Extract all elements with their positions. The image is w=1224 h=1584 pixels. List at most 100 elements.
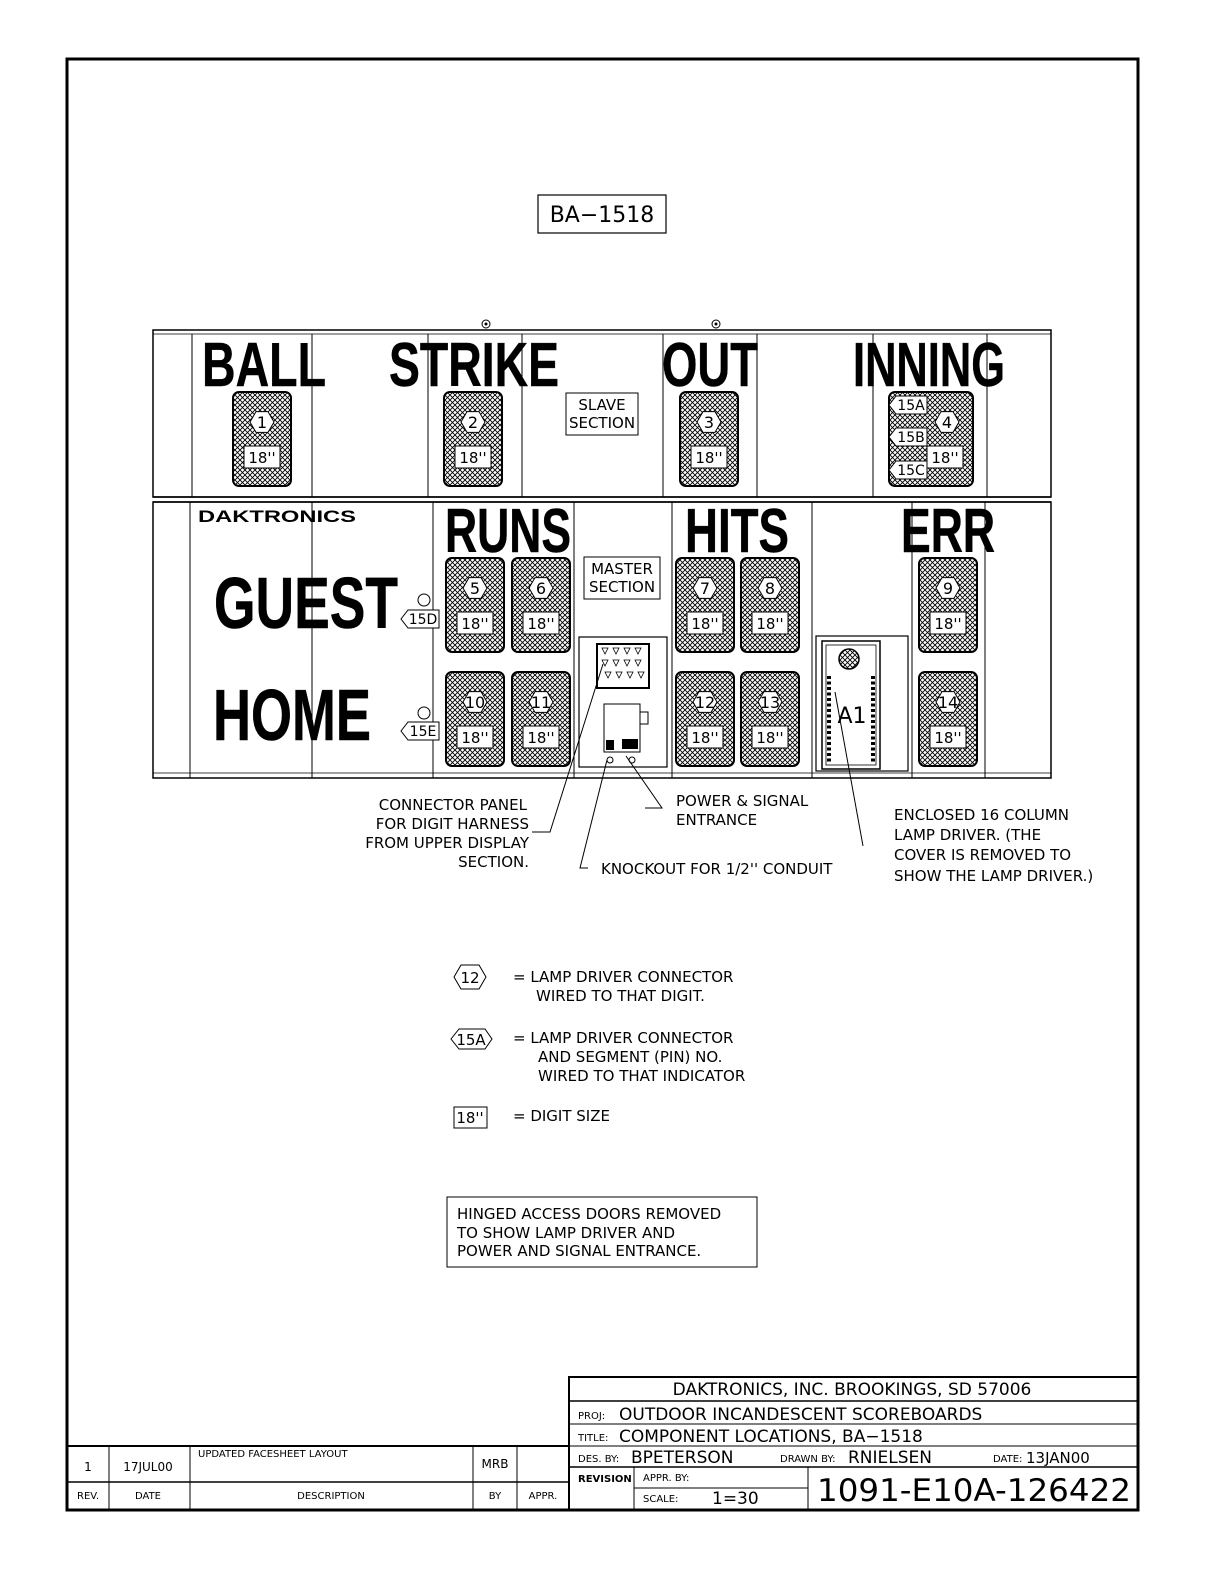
digit-size-label: 18'' bbox=[931, 449, 958, 467]
indicator-connector-tag: 15D bbox=[400, 609, 440, 629]
digit-size-label: 18'' bbox=[461, 615, 488, 633]
svg-text:DRAWN BY:: DRAWN BY: bbox=[780, 1454, 836, 1465]
digit-module: 918'' bbox=[918, 557, 978, 653]
digit-module: 11 18'' bbox=[511, 671, 571, 767]
digit-module: 3 18'' bbox=[679, 391, 739, 487]
digit-size-label: 18'' bbox=[756, 729, 783, 747]
digit-connector-number: 8 bbox=[765, 579, 775, 598]
svg-text:WIRED TO THAT DIGIT.: WIRED TO THAT DIGIT. bbox=[536, 987, 705, 1005]
svg-text:APPR.: APPR. bbox=[529, 1491, 558, 1502]
heading-runs: RUNS bbox=[445, 497, 571, 566]
svg-text:18'': 18'' bbox=[456, 1109, 483, 1127]
digit-connector-number: 3 bbox=[704, 413, 714, 432]
svg-text:MASTER: MASTER bbox=[591, 560, 653, 578]
digit-connector-number: 13 bbox=[760, 693, 780, 712]
svg-text:REVISION: REVISION bbox=[578, 1474, 632, 1485]
legend-digit-size: 18'' = DIGIT SIZE bbox=[453, 1106, 610, 1129]
legend: 12 = LAMP DRIVER CONNECTOR WIRED TO THAT… bbox=[450, 964, 745, 1129]
brand-logo: DAKTRONICS bbox=[198, 507, 356, 526]
digit-module: 12 18'' bbox=[675, 671, 735, 767]
rev-description: UPDATED FACESHEET LAYOUT bbox=[198, 1449, 348, 1460]
svg-text:CONNECTOR PANEL: CONNECTOR PANEL bbox=[379, 796, 528, 814]
digit-connector-number: 5 bbox=[470, 579, 480, 598]
svg-text:SLAVE: SLAVE bbox=[578, 396, 625, 414]
svg-text:POWER AND SIGNAL ENTRANCE.: POWER AND SIGNAL ENTRANCE. bbox=[457, 1242, 701, 1260]
heading-inning: INNING bbox=[853, 331, 1005, 400]
lamp-driver-id: A1 bbox=[837, 704, 866, 729]
drawing-number: 1091-E10A-126422 bbox=[817, 1473, 1131, 1509]
svg-text:POWER & SIGNAL: POWER & SIGNAL bbox=[676, 792, 809, 810]
heading-strike: STRIKE bbox=[389, 331, 559, 400]
company-line: DAKTRONICS, INC. BROOKINGS, SD 57006 bbox=[673, 1380, 1032, 1400]
digit-connector-number: 10 bbox=[465, 693, 485, 712]
svg-text:HINGED ACCESS DOORS REMOVED: HINGED ACCESS DOORS REMOVED bbox=[457, 1205, 721, 1223]
svg-text:15A: 15A bbox=[897, 398, 925, 414]
designer: BPETERSON bbox=[631, 1448, 733, 1468]
svg-text:DATE:: DATE: bbox=[993, 1454, 1022, 1465]
digit-connector-number: 4 bbox=[942, 413, 952, 432]
svg-text:TITLE:: TITLE: bbox=[577, 1433, 608, 1444]
model-label: BA−1518 bbox=[537, 194, 667, 234]
digit-connector-number: 12 bbox=[695, 693, 715, 712]
sheet-border bbox=[65, 57, 1140, 1512]
digit-connector-number: 2 bbox=[468, 413, 478, 432]
digit-size-label: 18'' bbox=[461, 729, 488, 747]
svg-text:15D: 15D bbox=[409, 612, 438, 628]
slave-section-label: SLAVE SECTION bbox=[565, 392, 639, 436]
master-section-label: MASTER SECTION bbox=[583, 556, 661, 600]
digit-connector-number: 14 bbox=[938, 693, 958, 712]
svg-text:DESCRIPTION: DESCRIPTION bbox=[297, 1491, 365, 1502]
rev-by: MRB bbox=[482, 1457, 509, 1471]
digit-module: 718'' bbox=[675, 557, 735, 653]
callout-knockout: KNOCKOUT FOR 1/2'' CONDUIT bbox=[601, 860, 833, 878]
svg-text:LAMP DRIVER. (THE: LAMP DRIVER. (THE bbox=[894, 826, 1041, 844]
svg-text:FOR DIGIT HARNESS: FOR DIGIT HARNESS bbox=[376, 815, 529, 833]
digit-size-label: 18'' bbox=[695, 449, 722, 467]
svg-text:BY: BY bbox=[489, 1491, 502, 1502]
digit-connector-number: 11 bbox=[531, 693, 551, 712]
svg-text:15B: 15B bbox=[897, 430, 924, 446]
svg-text:15A: 15A bbox=[456, 1031, 486, 1049]
svg-text:12: 12 bbox=[460, 969, 479, 987]
svg-text:AND SEGMENT (PIN) NO.: AND SEGMENT (PIN) NO. bbox=[538, 1048, 722, 1066]
digit-size-label: 18'' bbox=[248, 449, 275, 467]
svg-text:FROM UPPER DISPLAY: FROM UPPER DISPLAY bbox=[365, 834, 530, 852]
svg-text:SHOW THE LAMP DRIVER.): SHOW THE LAMP DRIVER.) bbox=[894, 867, 1093, 885]
digit-module: 218'' bbox=[443, 391, 503, 487]
heading-ball: BALL bbox=[202, 331, 326, 400]
svg-text:REV.: REV. bbox=[77, 1491, 99, 1502]
heading-home: HOME bbox=[213, 676, 371, 756]
digit-connector-number: 7 bbox=[700, 579, 710, 598]
svg-text:SECTION.: SECTION. bbox=[458, 853, 529, 871]
svg-text:= LAMP DRIVER CONNECTOR: = LAMP DRIVER CONNECTOR bbox=[513, 968, 733, 986]
svg-text:PROJ:: PROJ: bbox=[578, 1411, 605, 1422]
svg-text:15E: 15E bbox=[410, 724, 437, 740]
digit-module: 10 18'' bbox=[445, 671, 505, 767]
project-name: OUTDOOR INCANDESCENT SCOREBOARDS bbox=[619, 1405, 982, 1425]
callout-leaders bbox=[532, 663, 864, 869]
title-block: DAKTRONICS, INC. BROOKINGS, SD 57006 PRO… bbox=[568, 1376, 1139, 1511]
heading-err: ERR bbox=[901, 497, 995, 566]
callout-power-signal: POWER & SIGNAL ENTRANCE bbox=[676, 792, 809, 829]
drawing-title: COMPONENT LOCATIONS, BA−1518 bbox=[619, 1427, 923, 1447]
callout-connector-panel: CONNECTOR PANEL FOR DIGIT HARNESS FROM U… bbox=[365, 796, 530, 871]
digit-size-label: 18'' bbox=[527, 729, 554, 747]
svg-text:DES. BY:: DES. BY: bbox=[578, 1454, 619, 1465]
drafter: RNIELSEN bbox=[848, 1448, 932, 1468]
digit-connector-number: 9 bbox=[943, 579, 953, 598]
connector-panel bbox=[596, 643, 650, 689]
scoreboard: BALL STRIKE OUT INNING RUNS HITS ERR GUE… bbox=[152, 319, 1052, 779]
digit-size-label: 18'' bbox=[527, 615, 554, 633]
svg-text:APPR. BY:: APPR. BY: bbox=[643, 1473, 689, 1484]
legend-digit-connector: 12 = LAMP DRIVER CONNECTOR WIRED TO THAT… bbox=[453, 964, 733, 1005]
digit-size-label: 18'' bbox=[756, 615, 783, 633]
digit-module: 8 18'' bbox=[740, 557, 800, 653]
indicator-connector-tag: 15B bbox=[888, 427, 928, 447]
digit-size-label: 18'' bbox=[691, 729, 718, 747]
digit-module: 618'' bbox=[511, 557, 571, 653]
revision-table: 1 17JUL00 UPDATED FACESHEET LAYOUT MRB R… bbox=[67, 1445, 569, 1510]
heading-out: OUT bbox=[662, 331, 758, 400]
master-enclosure bbox=[578, 636, 668, 768]
